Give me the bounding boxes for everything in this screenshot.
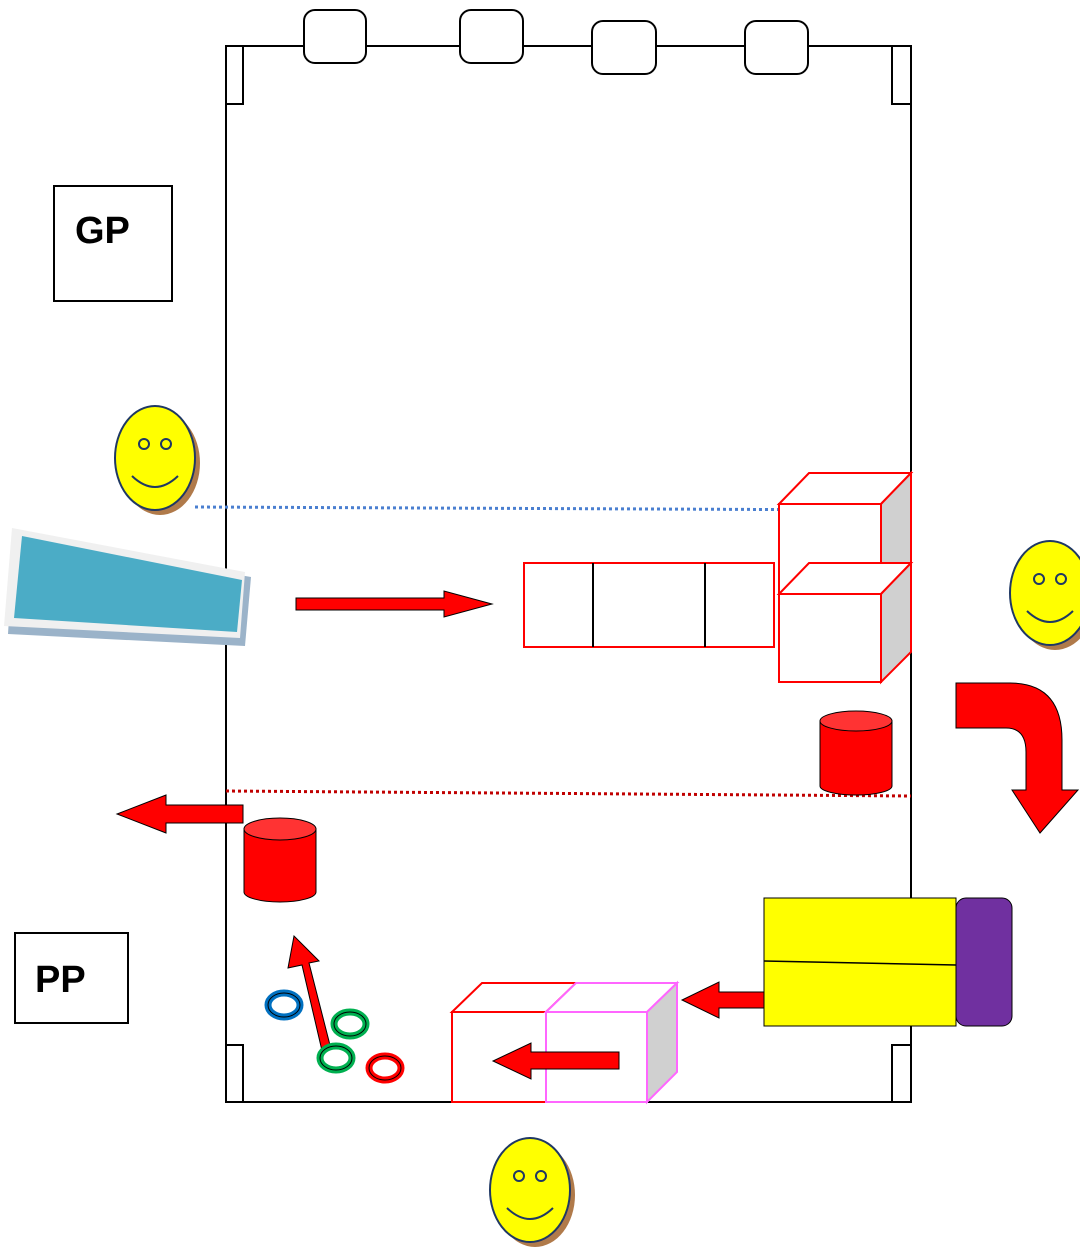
smiley-face-icon [489, 1137, 576, 1247]
pp-box: PP [14, 932, 129, 1024]
box-stack-bottom [776, 560, 914, 685]
pp-label: PP [35, 959, 86, 1001]
corner-post [891, 1044, 912, 1103]
top-window [459, 9, 524, 64]
ramp-icon [4, 528, 251, 646]
corner-post [891, 45, 912, 105]
smiley-face-icon [1009, 540, 1080, 651]
box-row [523, 562, 775, 648]
dotted-line-blue [194, 505, 881, 512]
cylinder-icon [819, 710, 893, 796]
arrow-up-diagonal [287, 934, 333, 1056]
gp-box: GP [53, 185, 173, 302]
dotted-line-red [225, 789, 912, 798]
corner-post [225, 1044, 244, 1103]
top-window [303, 9, 367, 64]
curved-arrow-down [955, 682, 1080, 834]
gp-label: GP [75, 210, 130, 252]
top-window [744, 20, 809, 75]
arrow-right [295, 590, 494, 618]
arrow-left-exit [115, 794, 244, 834]
ring-icon [330, 1008, 370, 1040]
arrow-left-bottom [491, 1042, 620, 1080]
machine-icon [763, 897, 1013, 1027]
ring-icon [365, 1052, 405, 1084]
smiley-face-icon [114, 405, 201, 516]
ring-icon [316, 1042, 356, 1074]
ring-icon [264, 989, 304, 1021]
cylinder-icon [243, 817, 317, 903]
corner-post [225, 45, 244, 105]
box-bottom-pink [543, 980, 680, 1105]
room-outline [225, 9, 912, 1103]
top-window [591, 20, 657, 75]
